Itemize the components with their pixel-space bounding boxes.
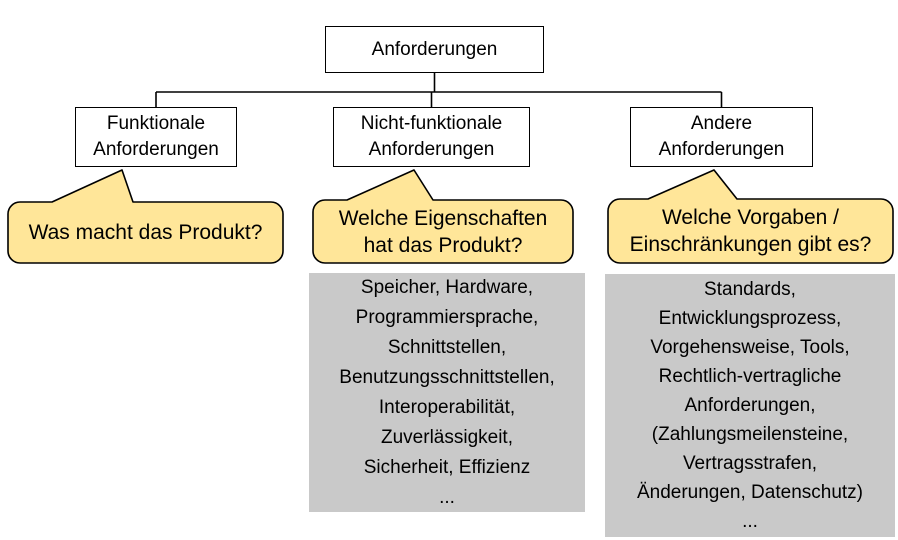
note-line: Sicherheit, Effizienz [363,456,531,478]
child-box-andere-line1: Andere [690,113,753,134]
callout-andere-line2: Einschränkungen gibt es? [629,233,872,256]
callout-funktionale-line1: Was macht das Produkt? [28,221,263,244]
child-box-nicht-funktionale-line1: Nicht-funktionale [360,113,503,134]
callout-text-andere: Welche Vorgaben / Einschränkungen gibt e… [608,199,893,263]
note-line: Vertragsstrafen, [682,453,818,474]
callout-text-funktionale: Was macht das Produkt? [8,202,283,263]
callout-bubble-nicht-funktionale [312,169,574,264]
tree-connectors [155,73,723,107]
note-line: Interoperabilität, [378,396,516,418]
callout-bubble-andere [607,169,894,264]
note-line: Standards, [704,279,796,300]
root-box-label: Anforderungen [371,38,498,60]
note-line: ... [439,486,455,508]
note-line: Schnittstellen, [387,336,507,358]
note-line: Speicher, Hardware, [360,276,534,298]
note-box-andere: Standards, Entwicklungsprozess, Vorgehen… [605,274,895,537]
callout-andere-line1: Welche Vorgaben / [661,206,840,229]
note-box-nicht-funktionale: Speicher, Hardware, Programmiersprache, … [309,273,585,512]
note-line: Entwicklungsprozess, [658,308,842,329]
note-line: Benutzungsschnittstellen, [339,366,555,388]
callout-bubble-funktionale [7,169,284,264]
note-line: Rechtlich-vertragliche [658,366,842,387]
note-line: Programmiersprache, [355,306,539,328]
callout-nicht-funktionale-line2: hat das Produkt? [363,233,523,257]
root-box-anforderungen: Anforderungen [325,26,544,73]
child-box-funktionale-line2: Anforderungen [93,139,219,160]
note-line: Änderungen, Datenschutz) [636,482,864,503]
child-box-nicht-funktionale: Nicht-funktionale Anforderungen [333,107,530,167]
callout-nicht-funktionale-line1: Welche Eigenschaften [338,206,548,230]
note-line: ... [742,511,758,532]
child-box-funktionale: Funktionale Anforderungen [75,107,237,167]
note-line: (Zahlungsmeilensteine, [651,424,849,445]
child-box-nicht-funktionale-line2: Anforderungen [368,139,495,160]
callout-text-nicht-funktionale: Welche Eigenschaften hat das Produkt? [313,200,573,263]
note-line: Vorgehensweise, Tools, [650,337,850,358]
note-line: Anforderungen, [684,395,816,416]
child-box-andere-line2: Anforderungen [658,139,785,160]
note-line: Zuverlässigkeit, [381,426,513,448]
child-box-funktionale-line1: Funktionale [106,113,206,134]
child-box-andere: Andere Anforderungen [630,107,813,167]
